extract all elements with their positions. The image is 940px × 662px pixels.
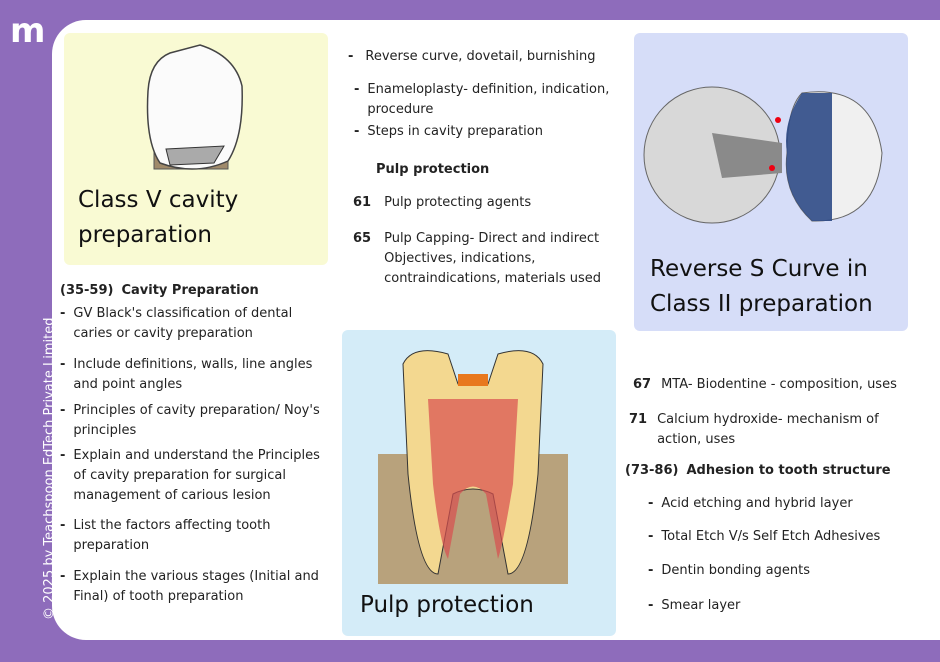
list-item: -Acid etching and hybrid layer (648, 496, 853, 511)
list-item: -Steps in cavity preparation (354, 124, 543, 139)
list-item: -List the factors affecting tooth prepar… (60, 518, 271, 553)
cavity-preparation-heading: (35-59)Cavity Preparation (60, 283, 259, 298)
list-item: -Dentin bonding agents (648, 563, 810, 578)
pulp-panel: Pulp protection (342, 330, 616, 636)
list-item: -Smear layer (648, 598, 741, 613)
pulp-protection-heading: Pulp protection (376, 162, 490, 177)
list-item: -Explain and understand the Principles o… (60, 448, 320, 503)
class-v-panel: Class V cavity preparation (64, 33, 328, 265)
list-item: -GV Black's classification of dental car… (60, 306, 293, 341)
reverse-s-title: Reverse S Curve in Class II preparation (650, 256, 873, 317)
adhesion-heading: (73-86)Adhesion to tooth structure (625, 463, 891, 478)
class-ii-teeth-illustration (643, 86, 883, 224)
class-v-tooth-illustration (146, 44, 243, 170)
list-item: -Reverse curve, dovetail, burnishing (348, 49, 596, 64)
list-item: -Total Etch V/s Self Etch Adhesives (648, 529, 881, 544)
list-item: -Explain the various stages (Initial and… (60, 569, 319, 604)
brand-logo: m (10, 11, 46, 51)
list-item: -Enameloplasty- definition, indication, … (354, 82, 610, 117)
reverse-s-panel: Reverse S Curve in Class II preparation (634, 33, 908, 331)
list-item: -Include definitions, walls, line angles… (60, 357, 313, 392)
tooth-cross-section-illustration (378, 350, 568, 584)
class-v-title: Class V cavity preparation (78, 187, 239, 248)
pulp-title: Pulp protection (360, 592, 534, 618)
list-item: -Principles of cavity preparation/ Noy's… (60, 403, 320, 438)
